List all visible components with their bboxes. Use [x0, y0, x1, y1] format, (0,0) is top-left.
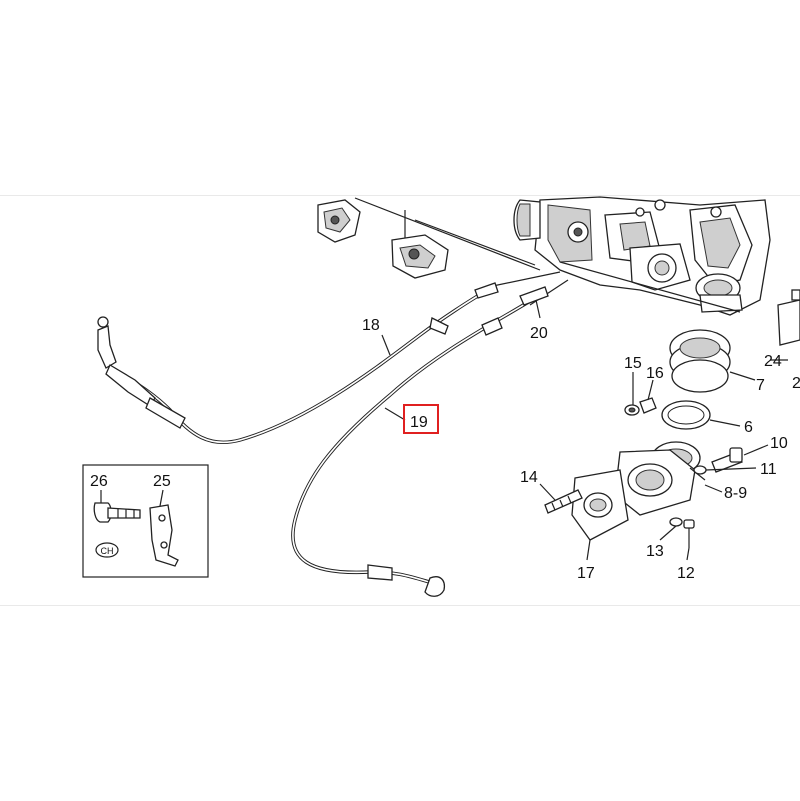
screw-10 [711, 447, 743, 473]
ring-6 [661, 400, 711, 430]
callout-12: 12 [677, 565, 695, 582]
nut-16 [639, 397, 657, 414]
callout-labels: 18 20 19 15 16 7 6 10 11 8-9 14 17 13 12… [90, 317, 800, 582]
callout-20: 20 [530, 325, 548, 342]
intake-flange-assembly [571, 441, 706, 541]
callout-26: 26 [90, 473, 108, 490]
bolt-26 [93, 490, 141, 523]
top-margin [0, 0, 800, 196]
callout-6: 6 [744, 419, 753, 436]
callout-24: 24 [764, 353, 782, 370]
switch-component-right [391, 234, 449, 279]
cable-18 [97, 282, 499, 445]
callout-10: 10 [770, 435, 788, 452]
callout-8-9: 8-9 [724, 485, 747, 502]
cable-19 [291, 286, 549, 597]
callout-17: 17 [577, 565, 595, 582]
callout-19-highlight-box [403, 404, 439, 434]
callout-16: 16 [646, 365, 664, 382]
callout-19: 19 [410, 414, 428, 431]
guide-lines [354, 197, 569, 306]
stud-14 [544, 489, 583, 514]
callout-24-partial: 2 [792, 375, 800, 392]
callout-25: 25 [153, 473, 171, 490]
screw-12 [683, 519, 695, 548]
washer-11 [693, 465, 707, 475]
part-24 [777, 289, 800, 346]
callout-11: 11 [760, 461, 777, 478]
bracket-25 [149, 489, 179, 567]
inset-box: CH [82, 464, 209, 578]
leader-lines [381, 299, 788, 561]
callout-15: 15 [624, 355, 642, 372]
washer-13 [669, 517, 683, 527]
callout-18: 18 [362, 317, 380, 334]
nut-15 [624, 404, 640, 416]
inset-stamp-label: CH [101, 546, 114, 556]
bottom-margin [0, 605, 800, 801]
callout-7: 7 [756, 377, 765, 394]
gasket-7 [669, 329, 731, 393]
throttle-body-assembly [513, 196, 771, 316]
inset-stamp: CH [95, 542, 119, 558]
callout-13: 13 [646, 543, 664, 560]
switch-component-left [317, 199, 361, 243]
callout-14: 14 [520, 469, 538, 486]
